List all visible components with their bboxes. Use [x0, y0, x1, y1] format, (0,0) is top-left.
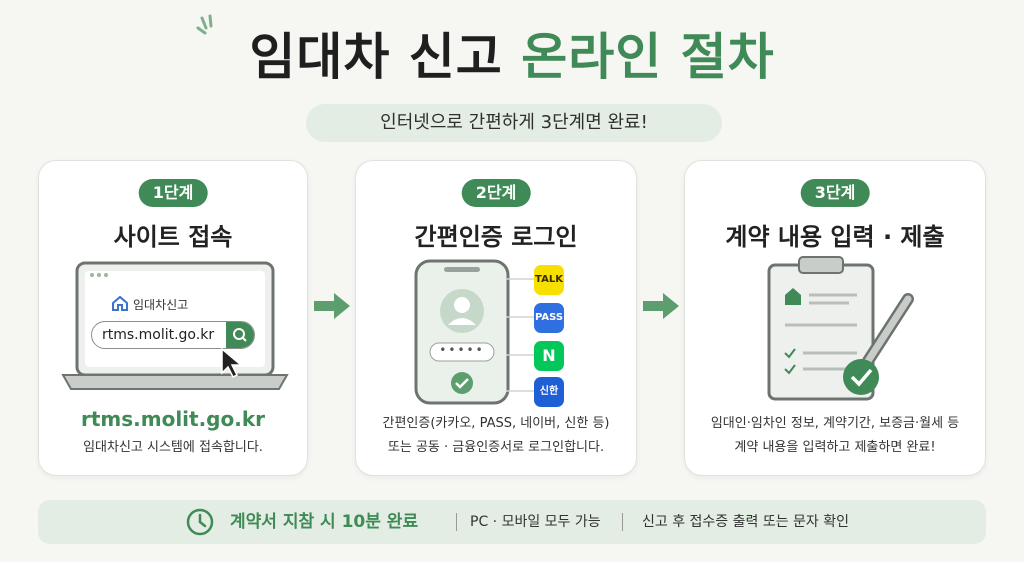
step-badge: 1단계 — [138, 179, 208, 207]
sparkle-icon — [196, 14, 213, 35]
site-name: 임대차신고 — [133, 298, 189, 312]
footer-divider — [456, 513, 457, 531]
phone-illustration — [414, 259, 510, 405]
connector-lines — [506, 278, 534, 392]
footer-note-2: 신고 후 접수증 출력 또는 문자 확인 — [642, 514, 850, 530]
arrow-right-icon — [643, 293, 679, 319]
title-green: 온라인 절차 — [521, 28, 775, 86]
step-card-3: 3단계 계약 내용 입력 · 제출 임대인·임차인 정보, 계약기간, 보증금·… — [684, 160, 986, 476]
footer-bar: 계약서 지참 시 10분 완료 PC · 모바일 모두 가능 신고 후 접수증 … — [38, 500, 986, 544]
search-icon — [233, 328, 247, 342]
step-badge: 3단계 — [800, 179, 870, 207]
shinhan-icon: 신한 — [534, 377, 564, 407]
step-desc-1: 임대차신고 시스템에 접속합니다. — [83, 440, 263, 455]
footer-main: 계약서 지참 시 10분 완료 — [230, 512, 419, 532]
clipboard-illustration — [767, 256, 914, 401]
step-title: 사이트 접속 — [113, 223, 233, 251]
url-input-text: rtms.molit.go.kr — [102, 327, 215, 343]
password-mask: ••••• — [439, 343, 485, 357]
step-desc-2: 또는 공동 · 금융인증서로 로그인합니다. — [387, 440, 605, 455]
naver-icon: N — [534, 341, 564, 371]
title-dark: 임대차 신고 — [249, 28, 503, 86]
kakao-talk-icon: TALK — [534, 265, 564, 295]
footer-divider — [622, 513, 623, 531]
step-title: 간편인증 로그인 — [414, 223, 578, 251]
url-input[interactable]: rtms.molit.go.kr — [91, 321, 255, 349]
search-button[interactable] — [226, 322, 254, 348]
home-icon — [112, 295, 128, 311]
step-desc-1: 간편인증(카카오, PASS, 네이버, 신한 등) — [382, 416, 610, 431]
arrow-right-icon — [314, 293, 350, 319]
subtitle-pill: 인터넷으로 간편하게 3단계면 완료! — [306, 104, 722, 142]
cursor-icon — [221, 347, 244, 379]
page-title: 임대차 신고 온라인 절차 — [0, 22, 1024, 92]
step-card-2: 2단계 간편인증 로그인 ••••• TALK PASS N 신한 간편인증(카… — [355, 160, 637, 476]
clock-icon — [186, 508, 214, 536]
step-desc-2: 계약 내용을 입력하고 제출하면 완료! — [734, 440, 936, 455]
pass-icon: PASS — [534, 303, 564, 333]
site-url: rtms.molit.go.kr — [80, 407, 266, 431]
step-badge: 2단계 — [461, 179, 531, 207]
step-desc-1: 임대인·임차인 정보, 계약기간, 보증금·월세 등 — [710, 416, 960, 431]
step-card-1: 1단계 사이트 접속 임대차신고 rtms.molit.go.kr rtms.m… — [38, 160, 308, 476]
footer-note-1: PC · 모바일 모두 가능 — [470, 514, 601, 530]
step-title: 계약 내용 입력 · 제출 — [725, 223, 945, 251]
